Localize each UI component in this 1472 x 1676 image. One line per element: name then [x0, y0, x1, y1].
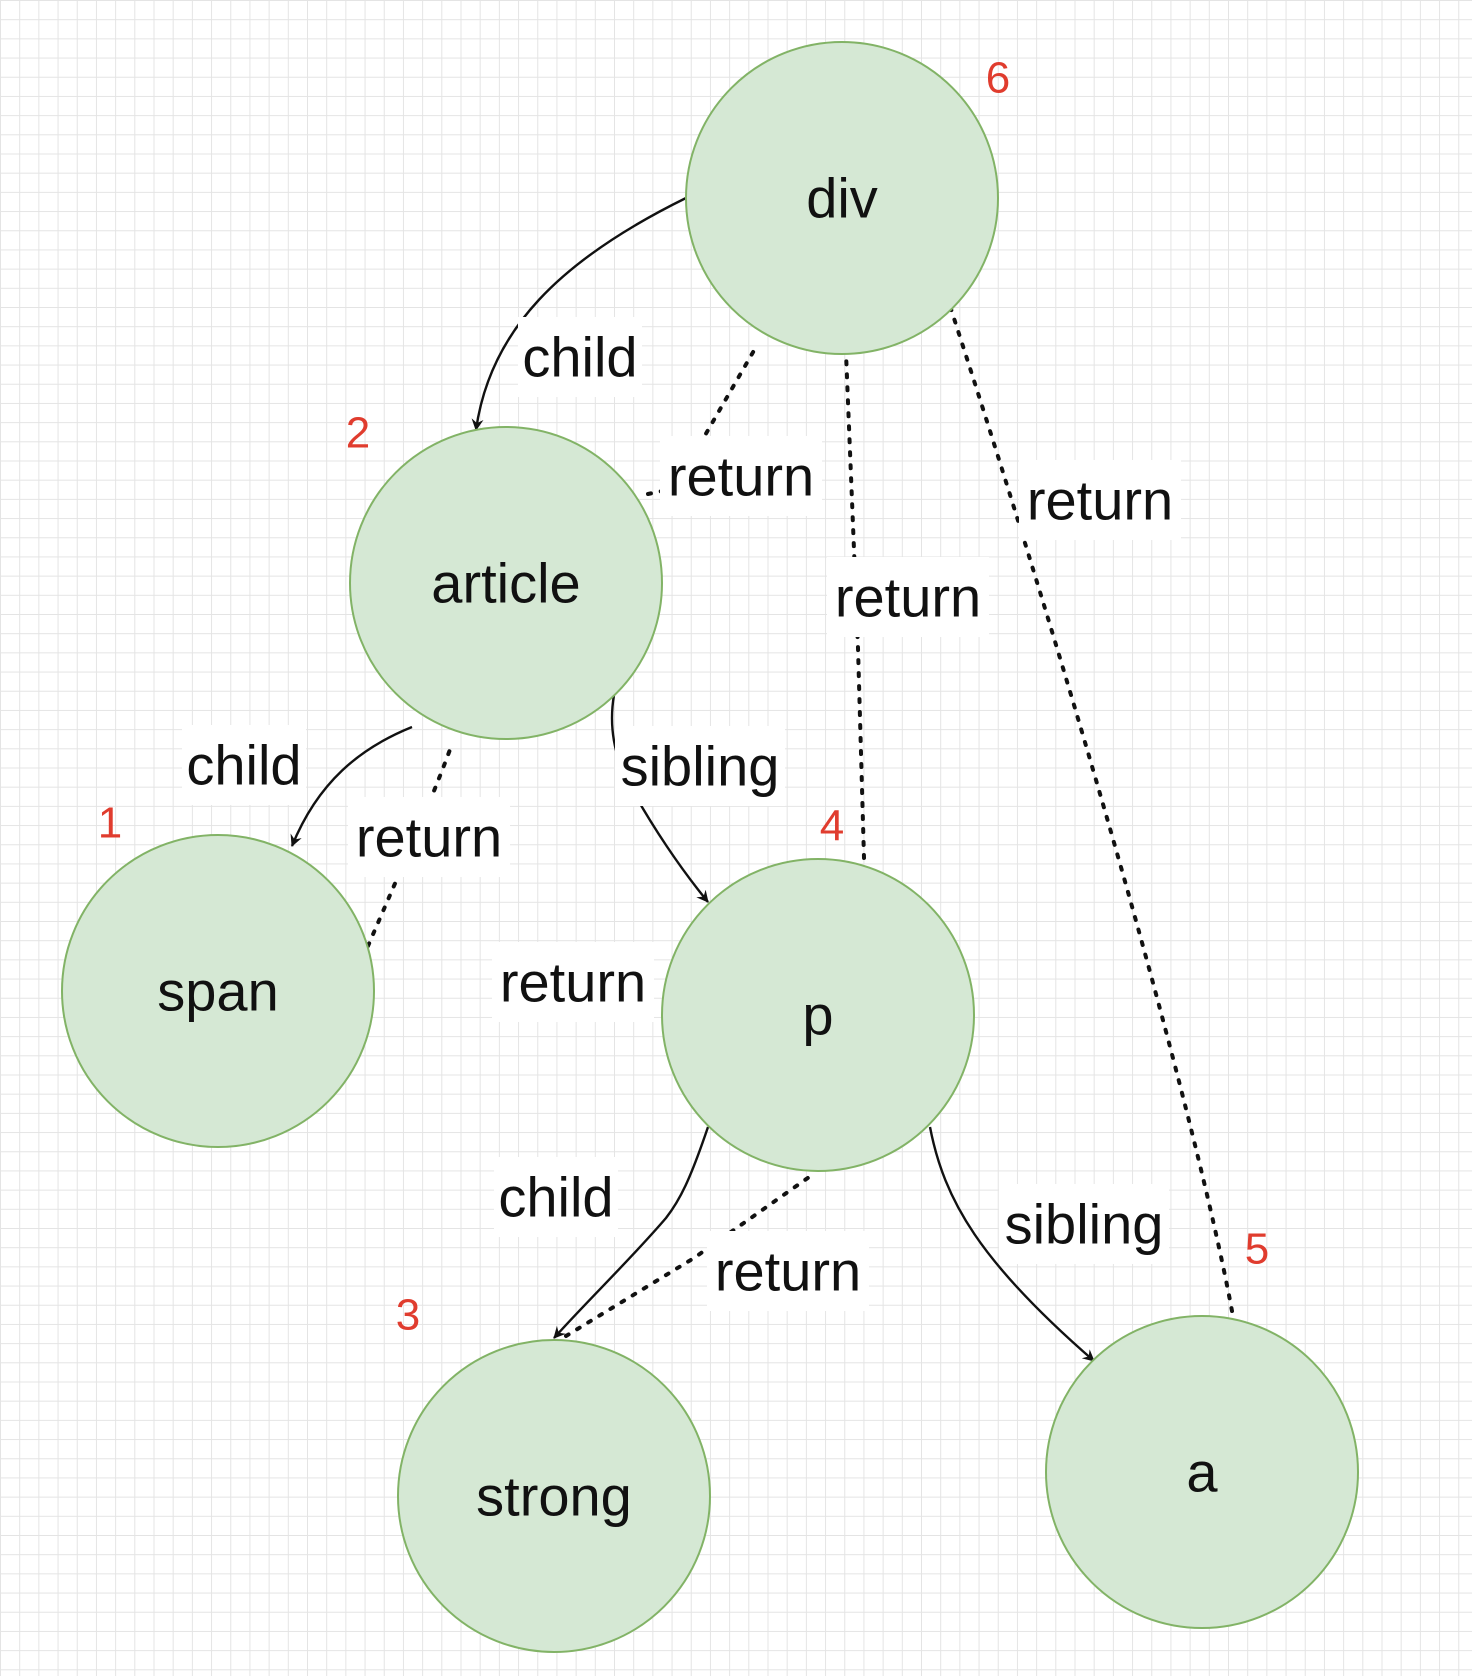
- node-article-circle[interactable]: [349, 426, 663, 740]
- node-a[interactable]: a5: [1045, 1225, 1359, 1629]
- edge-label-text: sibling: [1005, 1193, 1164, 1256]
- edge-labels-layer: child return child return sibling return retur…: [182, 317, 1181, 1311]
- edge-div-article-child: [471, 196, 687, 431]
- edge-article-span-child: [290, 725, 413, 847]
- node-a-label: a: [1186, 1441, 1218, 1504]
- edge-label-text: return: [835, 566, 981, 629]
- edge-label-text: return: [715, 1240, 861, 1303]
- node-strong-order-number: 3: [396, 1291, 420, 1340]
- node-p-circle[interactable]: [661, 858, 975, 1172]
- node-span-order-number: 1: [98, 799, 122, 848]
- edge-label-div-article-child: child: [518, 317, 642, 397]
- edge-p-a-sibling: [928, 1126, 1095, 1362]
- edge-p-strong-child: [553, 1126, 710, 1339]
- edge-label-background: [492, 942, 654, 1022]
- edge-label-background: [615, 726, 785, 806]
- node-article-order-number: 2: [346, 409, 370, 458]
- edge-label-p-strong-child: child: [494, 1157, 618, 1237]
- edge-label-text: child: [186, 734, 301, 797]
- edge-label-p-article-return: return: [492, 942, 654, 1022]
- edge-label-background: [518, 317, 642, 397]
- node-a-order-number: 5: [1245, 1225, 1269, 1274]
- node-article-label: article: [431, 552, 580, 615]
- edge-label-background: [707, 1231, 869, 1311]
- node-p-label: p: [802, 984, 833, 1047]
- edge-label-p-div-return: return: [827, 557, 989, 637]
- edge-label-background: [348, 797, 510, 877]
- edge-label-background: [494, 1157, 618, 1237]
- edge-label-p-a-sibling: sibling: [999, 1184, 1169, 1264]
- node-div-order-number: 6: [986, 54, 1010, 103]
- node-a-circle[interactable]: [1045, 1315, 1359, 1629]
- edge-label-text: return: [1027, 469, 1173, 532]
- edge-label-text: return: [356, 806, 502, 869]
- node-p[interactable]: p4: [661, 802, 975, 1172]
- node-p-order-number: 4: [820, 802, 844, 851]
- edge-label-a-div-return: return: [1019, 460, 1181, 540]
- edge-span-article-return: [366, 742, 454, 948]
- edge-label-text: sibling: [621, 735, 780, 798]
- edge-label-article-p-sibling: sibling: [615, 726, 785, 806]
- edge-strong-p-return: [564, 1173, 814, 1338]
- node-div-label: div: [806, 167, 878, 230]
- node-strong-circle[interactable]: [397, 1339, 711, 1653]
- edge-label-background: [660, 436, 822, 516]
- edge-label-text: return: [500, 951, 646, 1014]
- edge-label-background: [999, 1184, 1169, 1264]
- edge-label-article-span-child: child: [182, 725, 306, 805]
- edge-p-div-return: [844, 351, 866, 860]
- node-span-label: span: [157, 960, 278, 1023]
- edge-label-text: return: [668, 445, 814, 508]
- node-span[interactable]: span 1: [61, 799, 375, 1148]
- edge-label-text: child: [522, 326, 637, 389]
- edge-label-span-article-return: return: [348, 797, 510, 877]
- node-span-circle[interactable]: [61, 834, 375, 1148]
- edge-label-strong-p-return: return: [707, 1231, 869, 1311]
- node-div[interactable]: div 6: [685, 41, 1010, 355]
- node-strong[interactable]: strong 3: [396, 1291, 711, 1653]
- edge-label-background: [827, 557, 989, 637]
- node-article[interactable]: article 2: [346, 409, 663, 740]
- node-strong-label: strong: [476, 1465, 632, 1528]
- edge-a-div-return: [948, 304, 1234, 1313]
- edge-label-background: [1019, 460, 1181, 540]
- edge-label-text: child: [498, 1166, 613, 1229]
- edge-label-background: [182, 725, 306, 805]
- edge-label-article-div-return: return: [660, 436, 822, 516]
- node-div-circle[interactable]: [685, 41, 999, 355]
